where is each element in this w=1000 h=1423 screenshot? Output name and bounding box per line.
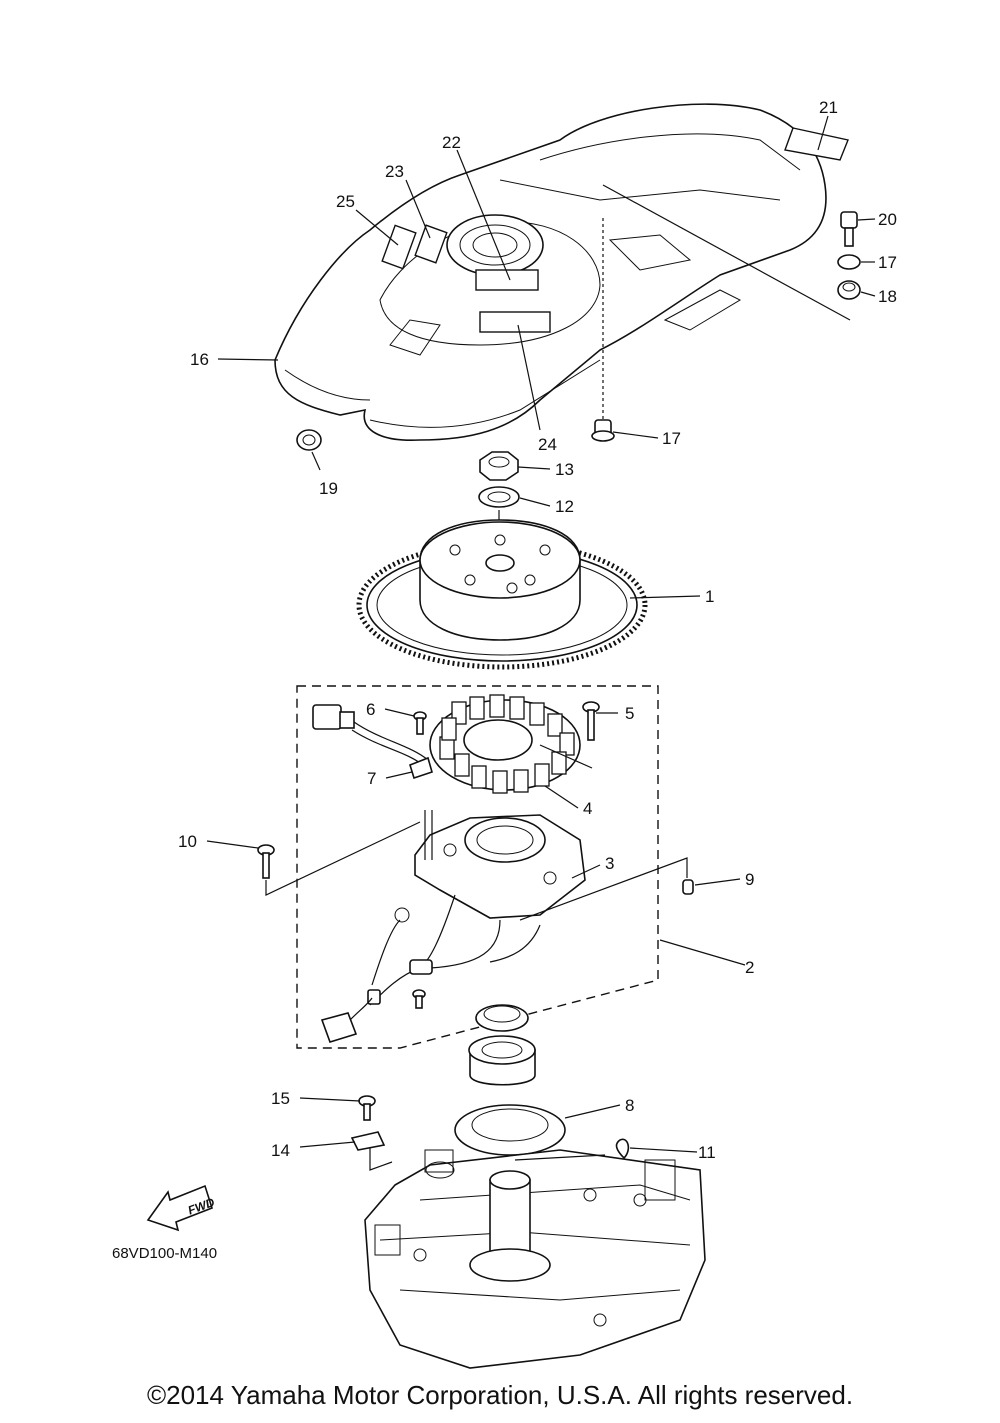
stator-lead-connector — [312, 704, 429, 767]
callout-21: 21 — [819, 98, 838, 117]
bracket-14 — [350, 1131, 386, 1151]
copyright-notice: ©2014 Yamaha Motor Corporation, U.S.A. A… — [146, 1380, 854, 1410]
collar-17-upper — [837, 254, 861, 270]
sleeve-upper — [475, 1004, 529, 1032]
callout-22: 22 — [442, 133, 461, 152]
stator-coil-4 — [429, 694, 581, 794]
forward-arrow-icon: FWD — [146, 1184, 217, 1232]
pin-9 — [682, 879, 694, 895]
stator-wire-harness — [320, 894, 541, 1043]
flywheel-cover — [274, 103, 851, 441]
callout-9: 9 — [745, 870, 754, 889]
callout-17-upper: 17 — [878, 253, 897, 272]
powerhead-block — [364, 1149, 706, 1369]
clamp-7 — [409, 756, 433, 780]
callout-4: 4 — [583, 799, 592, 818]
callout-17-lower: 17 — [662, 429, 681, 448]
callout-23: 23 — [385, 162, 404, 181]
callout-19: 19 — [319, 479, 338, 498]
callout-18: 18 — [878, 287, 897, 306]
grommet-18 — [837, 280, 861, 300]
bolt-5 — [582, 701, 600, 741]
drive-gear — [468, 1035, 536, 1086]
callout-1: 1 — [705, 587, 714, 606]
callout-25: 25 — [336, 192, 355, 211]
callout-20: 20 — [878, 210, 897, 229]
washer-12 — [478, 486, 520, 508]
plate-8 — [454, 1104, 566, 1156]
callout-13: 13 — [555, 460, 574, 479]
callout-8: 8 — [625, 1096, 634, 1115]
callout-2: 2 — [745, 958, 754, 977]
callout-12: 12 — [555, 497, 574, 516]
callout-3: 3 — [605, 854, 614, 873]
callout-10: 10 — [178, 832, 197, 851]
bolt-10 — [257, 844, 275, 879]
collar-17-lower — [591, 419, 615, 442]
callout-6: 6 — [366, 700, 375, 719]
bolt-20 — [840, 211, 858, 247]
callout-14: 14 — [271, 1141, 290, 1160]
stator-base-3 — [414, 810, 586, 919]
diagram-code: 68VD100-M140 — [112, 1245, 218, 1262]
screw-harness — [412, 989, 426, 1009]
callout-24: 24 — [538, 435, 557, 454]
callout-15: 15 — [271, 1089, 290, 1108]
screw-6 — [413, 711, 427, 735]
flywheel-1 — [356, 519, 648, 670]
nut-13 — [479, 451, 519, 481]
callout-numbers: 21 22 23 25 20 17 18 16 24 17 19 13 12 1… — [178, 98, 897, 1162]
stator-assembly-boundary — [296, 685, 659, 1049]
bolt-15 — [358, 1095, 376, 1121]
leader-lines — [206, 115, 876, 1153]
grommet-19 — [296, 429, 322, 451]
key-11 — [615, 1138, 630, 1160]
callout-11: 11 — [698, 1143, 716, 1162]
callout-16: 16 — [190, 350, 209, 369]
callout-5: 5 — [625, 704, 634, 723]
callout-7: 7 — [367, 769, 376, 788]
